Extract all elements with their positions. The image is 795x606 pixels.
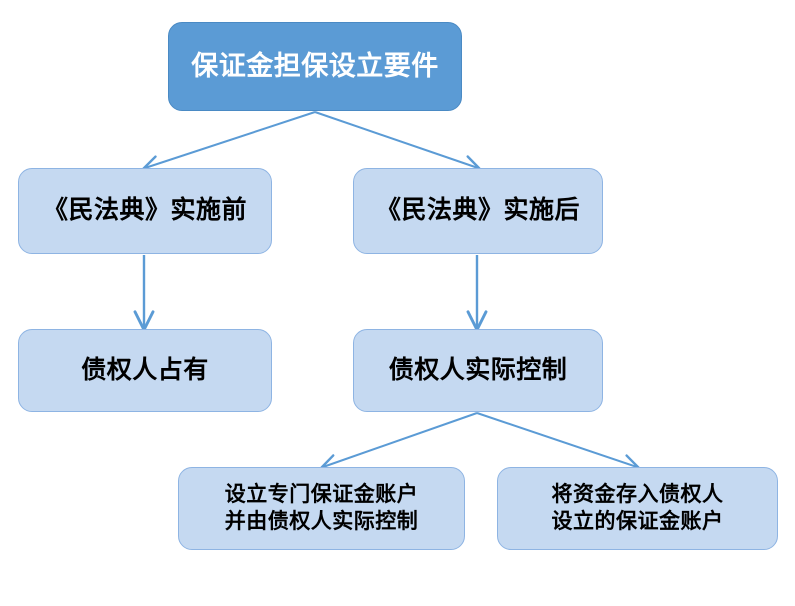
node-after-civil-code-label: 《民法典》实施后	[375, 196, 580, 225]
node-root-requirements[interactable]: 保证金担保设立要件	[168, 22, 462, 111]
node-before-civil-code-label: 《民法典》实施前	[42, 196, 247, 225]
node-creditor-actual-control[interactable]: 债权人实际控制	[353, 329, 603, 412]
node-dedicated-deposit-account-label: 设立专门保证金账户 并由债权人实际控制	[224, 482, 419, 533]
node-creditor-actual-control-label: 债权人实际控制	[388, 355, 568, 384]
node-creditor-possession[interactable]: 债权人占有	[18, 329, 272, 412]
node-dedicated-deposit-account[interactable]: 设立专门保证金账户 并由债权人实际控制	[178, 467, 465, 550]
edge-root-to-before-code	[142, 111, 316, 173]
edge-creditor-control-to-deposit-into-account	[476, 412, 640, 471]
edge-creditor-control-to-dedicated-account	[320, 412, 478, 471]
edge-root-to-after-code	[314, 111, 481, 172]
node-root-label: 保证金担保设立要件	[191, 50, 439, 81]
node-before-civil-code[interactable]: 《民法典》实施前	[18, 168, 272, 254]
node-deposit-into-creditor-account-label: 将资金存入债权人 设立的保证金账户	[551, 482, 724, 533]
node-deposit-into-creditor-account[interactable]: 将资金存入债权人 设立的保证金账户	[497, 467, 778, 550]
node-after-civil-code[interactable]: 《民法典》实施后	[353, 168, 603, 254]
node-creditor-possession-label: 债权人占有	[81, 355, 209, 384]
